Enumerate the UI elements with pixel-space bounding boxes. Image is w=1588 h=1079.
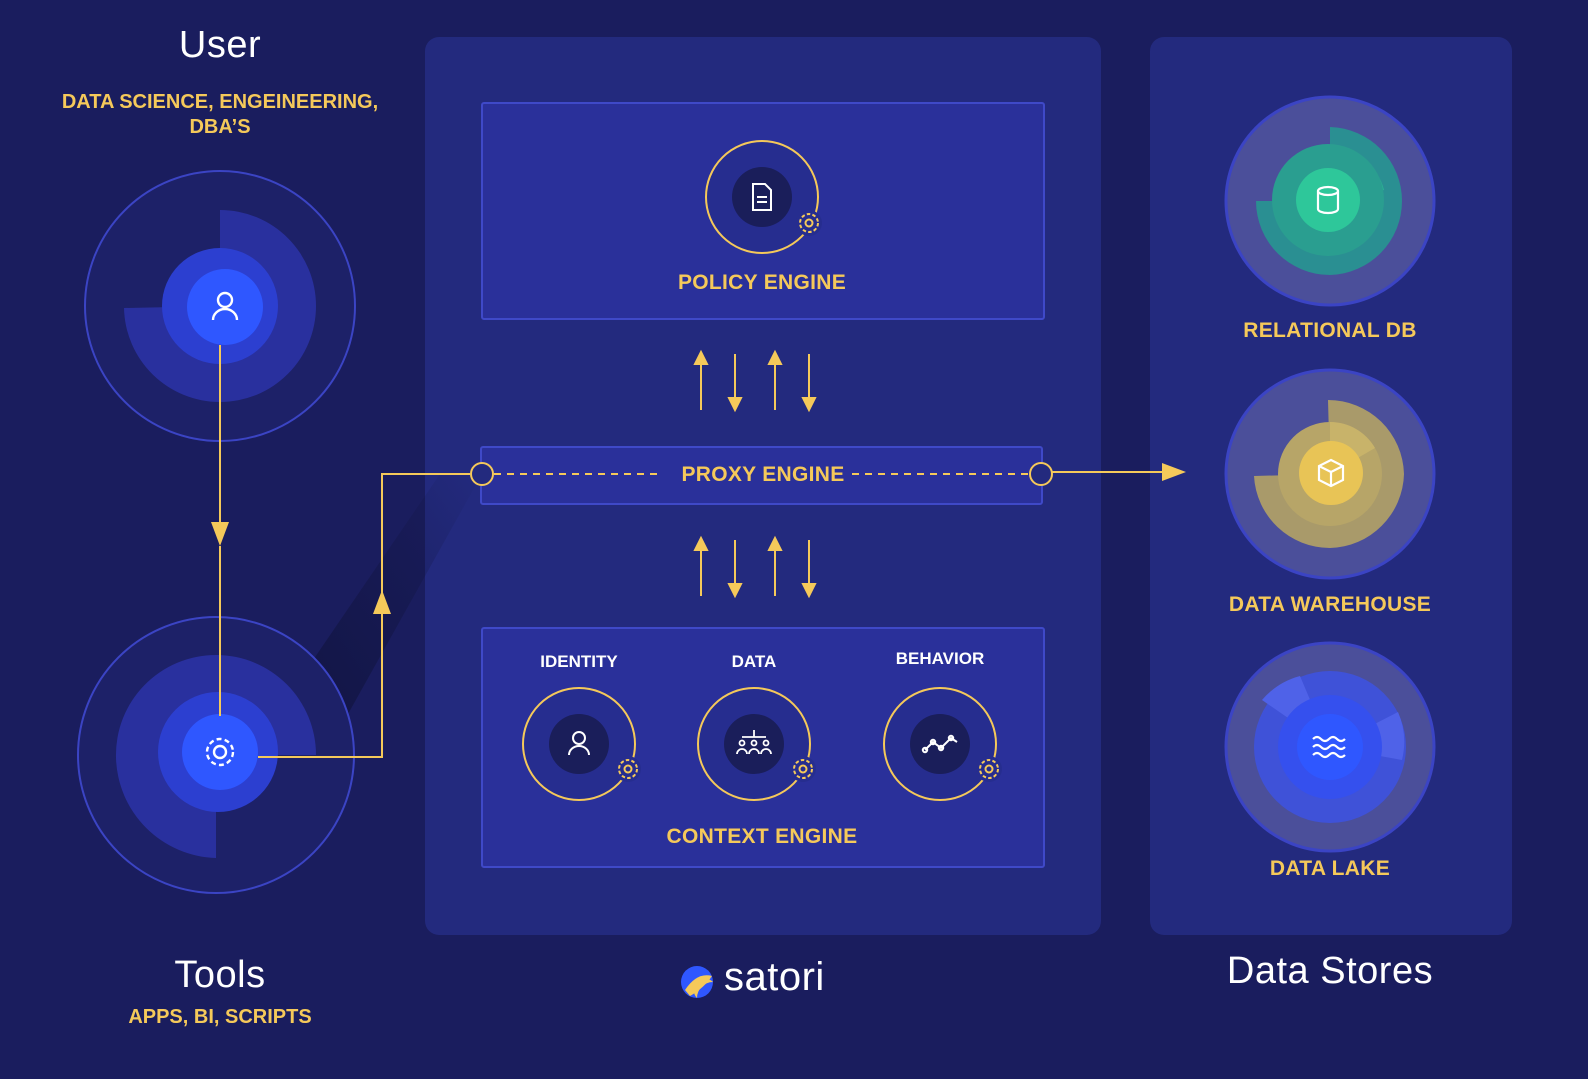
- data-warehouse-label: DATA WAREHOUSE: [1228, 593, 1432, 616]
- hierarchy-icon: [736, 730, 772, 755]
- policy-engine-box: [481, 102, 1045, 320]
- user-icon: [568, 731, 590, 756]
- cube-icon: [1317, 458, 1345, 488]
- identity-label: IDENTITY: [540, 652, 618, 671]
- waves-icon: [1312, 735, 1346, 759]
- line-graph-icon: [921, 734, 958, 754]
- user-title: User: [178, 24, 262, 66]
- satori-logo-icon: [681, 966, 713, 998]
- behavior-node: [883, 687, 1002, 801]
- tools-node: [77, 616, 355, 894]
- database-icon: [1316, 185, 1340, 215]
- data-node: [697, 687, 816, 801]
- user-subtitle-line1: DATA SCIENCE, ENGEINEERING,: [61, 91, 379, 113]
- proxy-context-arrows: [693, 535, 817, 599]
- data-stores-title: Data Stores: [1226, 950, 1434, 992]
- data-lake-node: [1224, 641, 1436, 853]
- document-icon: [752, 183, 772, 211]
- behavior-label: BEHAVIOR: [895, 649, 985, 668]
- tools-subtitle: APPS, BI, SCRIPTS: [128, 1006, 312, 1028]
- relational-db-label: RELATIONAL DB: [1243, 319, 1417, 342]
- tools-title: Tools: [174, 954, 266, 996]
- relational-db-node: [1224, 95, 1436, 307]
- proxy-engine-label: PROXY ENGINE: [681, 463, 845, 486]
- identity-node: [522, 687, 641, 801]
- brand-name: satori: [724, 955, 825, 999]
- context-engine-label: CONTEXT ENGINE: [666, 825, 858, 848]
- gear-icon: [205, 737, 235, 767]
- user-subtitle-line2: DBA’S: [189, 116, 251, 138]
- user-icon: [211, 291, 239, 321]
- data-warehouse-node: [1224, 368, 1436, 580]
- data-label: DATA: [731, 652, 777, 671]
- data-lake-label: DATA LAKE: [1269, 857, 1391, 880]
- policy-proxy-arrows: [693, 349, 817, 413]
- gear-badge-icon: [799, 213, 819, 233]
- policy-engine-node: [705, 140, 822, 254]
- policy-engine-label: POLICY ENGINE: [677, 271, 847, 294]
